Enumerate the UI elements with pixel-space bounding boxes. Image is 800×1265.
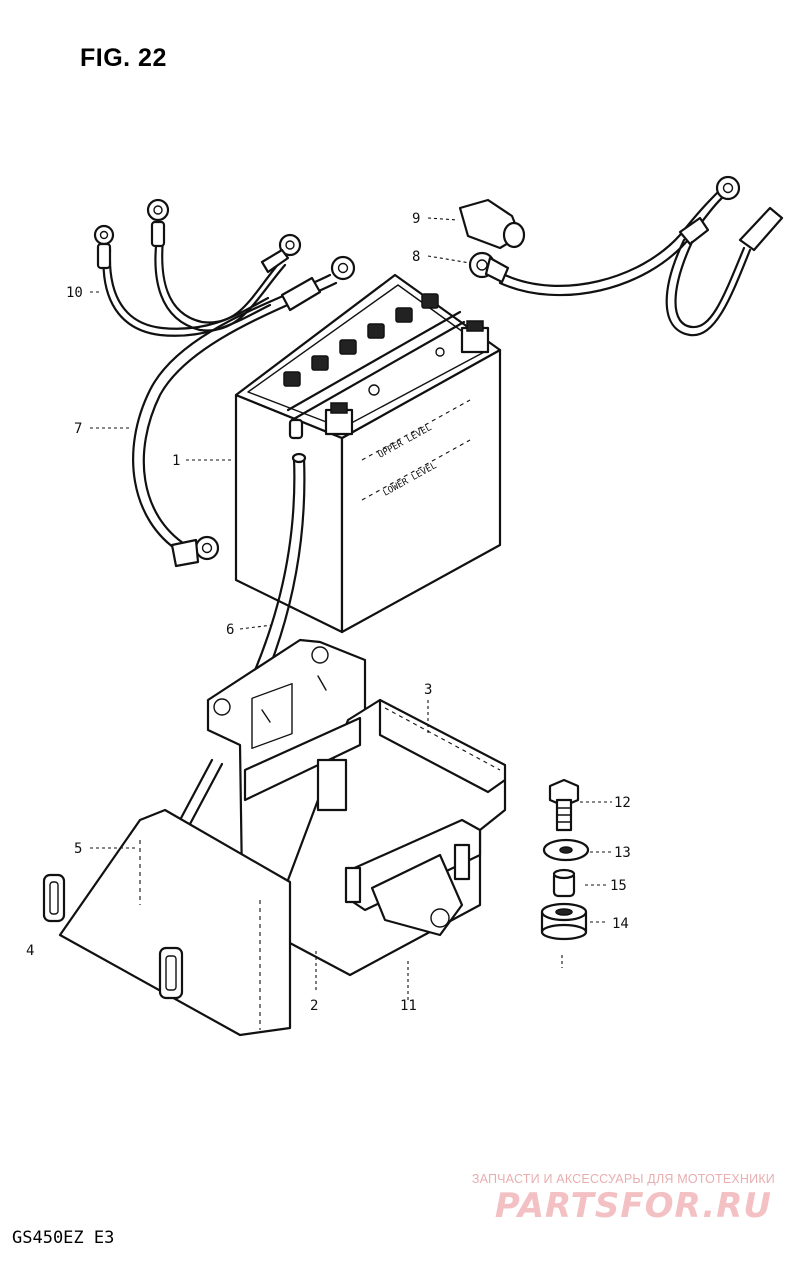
- callout-3: 3: [424, 682, 432, 698]
- cover-plate-5: [58, 808, 292, 1037]
- callout-10: 10: [66, 285, 83, 301]
- bolt-12: [548, 778, 580, 832]
- wire-lead-10: [93, 198, 302, 337]
- callout-labels: 1 2 3 4 5 6 7 8 9 10 11 12 13 14 15: [26, 211, 631, 1014]
- callout-11: 11: [400, 998, 417, 1014]
- rubber-strap-4: [42, 873, 184, 1000]
- callout-12: 12: [614, 795, 631, 811]
- callout-8: 8: [412, 249, 420, 265]
- figure-title: FIG. 22: [80, 44, 167, 72]
- callout-7: 7: [74, 421, 82, 437]
- battery-cable-7: [132, 255, 356, 568]
- callout-13: 13: [614, 845, 631, 861]
- terminal-cap-9: [458, 198, 526, 250]
- callout-2: 2: [310, 998, 318, 1014]
- cell-caps: [283, 293, 439, 387]
- leader-lines: [90, 217, 612, 1000]
- battery-cable-8: [468, 175, 784, 337]
- watermark-logo: PARTSFOR.RU: [494, 1186, 772, 1226]
- battery-1: UPPER LEVEL LOWER LEVEL: [234, 273, 502, 634]
- callout-4: 4: [26, 943, 34, 959]
- watermark-tagline: ЗАПЧАСТИ И АКСЕССУАРЫ ДЛЯ МОТОТЕХНИКИ: [471, 1172, 775, 1186]
- callout-14: 14: [612, 916, 629, 932]
- callout-9: 9: [412, 211, 420, 227]
- washer-13: [542, 838, 590, 862]
- callout-1: 1: [172, 453, 180, 469]
- callout-15: 15: [610, 878, 627, 894]
- model-code: GS450EZ E3: [12, 1228, 115, 1248]
- callout-5: 5: [74, 841, 82, 857]
- cushion-14: [540, 902, 588, 941]
- callout-6: 6: [226, 622, 234, 638]
- battery-holder-3: [206, 638, 507, 977]
- collar-15: [552, 868, 576, 898]
